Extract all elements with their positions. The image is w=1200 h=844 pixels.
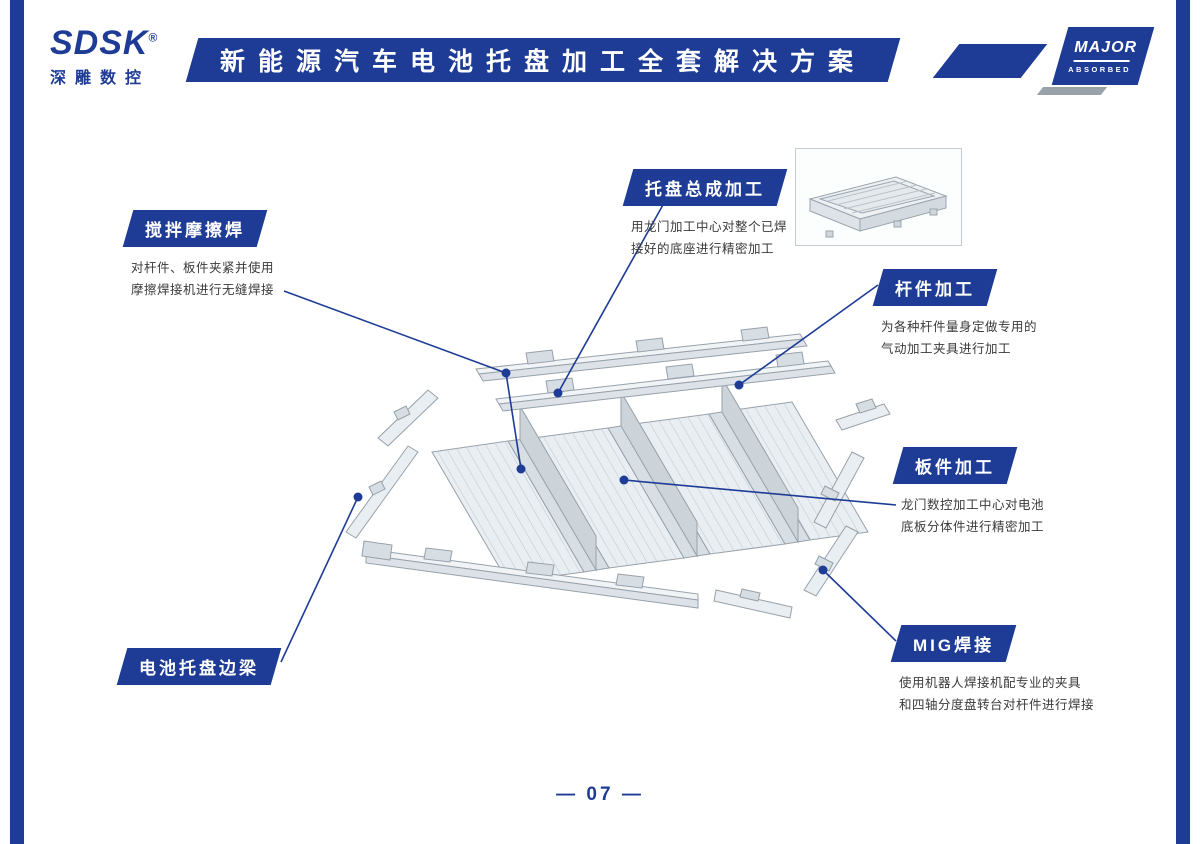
small-end-beam bbox=[713, 588, 793, 619]
connector-dot bbox=[619, 475, 629, 485]
callout-title-flag: MIG焊接 bbox=[890, 625, 1017, 662]
desc-line: 气动加工夹具进行加工 bbox=[881, 341, 1012, 356]
callout-mig-welding: MIG焊接 使用机器人焊接机配专业的夹具和四轴分度盘转台对杆件进行焊接 bbox=[890, 625, 1094, 717]
major-absorbed-badge: MAJOR ABSORBED bbox=[1051, 27, 1155, 85]
tray-assembly-thumbnail bbox=[795, 148, 962, 246]
logo-wordmark: SDSK bbox=[50, 24, 149, 62]
callout-rod-machining: 杆件加工 为各种杆件量身定做专用的气动加工夹具进行加工 bbox=[872, 269, 1037, 361]
desc-line: 对杆件、板件夹紧并使用 bbox=[131, 261, 275, 275]
page-number: — 07 — bbox=[0, 784, 1200, 806]
desc-line: 和四轴分度盘转台对杆件进行焊接 bbox=[899, 697, 1095, 712]
logo-subtitle: 深雕数控 bbox=[50, 70, 151, 87]
floor-panels bbox=[431, 401, 869, 583]
desc-line: 龙门数控加工中心对电池 bbox=[901, 498, 1045, 512]
callout-title-flag: 板件加工 bbox=[892, 447, 1018, 484]
bottom-side-rail bbox=[361, 540, 699, 609]
leader-line bbox=[738, 284, 879, 386]
callout-description: 为各种杆件量身定做专用的气动加工夹具进行加工 bbox=[881, 317, 1037, 361]
badge-gray-stripe bbox=[1036, 87, 1108, 95]
sdsk-logo: SDSK® 深雕数控 bbox=[50, 26, 158, 88]
cross-beam-walls bbox=[519, 376, 799, 572]
connector-dot bbox=[501, 368, 511, 378]
left-side-rails bbox=[345, 389, 439, 539]
leader-line bbox=[623, 479, 897, 506]
panel-gap bbox=[607, 423, 711, 559]
panel-gap bbox=[507, 437, 610, 573]
page-number-text: — 07 — bbox=[556, 784, 644, 805]
callout-title-flag: 搅拌摩擦焊 bbox=[122, 210, 268, 247]
leader-line bbox=[280, 496, 359, 663]
connector-dot bbox=[553, 388, 563, 398]
leader-line bbox=[822, 569, 897, 642]
leader-line bbox=[283, 290, 507, 374]
decor-stripe bbox=[932, 44, 1048, 78]
desc-line: 底板分体件进行精密加工 bbox=[901, 519, 1045, 534]
callout-title: 搅拌摩擦焊 bbox=[145, 221, 245, 240]
callout-friction-stir-welding: 搅拌摩擦焊 对杆件、板件夹紧并使用摩擦焊接机进行无缝焊接 bbox=[122, 210, 274, 302]
callout-title: 电池托盘边梁 bbox=[139, 659, 259, 678]
callout-battery-tray-side-beam: 电池托盘边梁 bbox=[116, 648, 282, 685]
callout-description: 用龙门加工中心对整个已焊接好的底座进行精密加工 bbox=[631, 217, 787, 261]
connector-dot bbox=[353, 492, 363, 502]
title-banner: 新能源汽车电池托盘加工全套解决方案 bbox=[185, 38, 901, 82]
top-rail-lower bbox=[495, 351, 836, 412]
connector-dot bbox=[516, 464, 526, 474]
callout-tray-assembly-machining: 托盘总成加工 用龙门加工中心对整个已焊接好的底座进行精密加工 bbox=[622, 169, 788, 261]
callout-title-flag: 杆件加工 bbox=[872, 269, 998, 306]
left-edge-bar bbox=[10, 0, 24, 844]
callout-plate-machining: 板件加工 龙门数控加工中心对电池底板分体件进行精密加工 bbox=[892, 447, 1044, 539]
badge-line1: MAJOR bbox=[1074, 38, 1137, 56]
desc-line: 摩擦焊接机进行无缝焊接 bbox=[131, 282, 275, 297]
connector-dot bbox=[818, 565, 828, 575]
registered-mark: ® bbox=[148, 30, 159, 45]
right-side-brackets bbox=[803, 398, 891, 597]
page-title: 新能源汽车电池托盘加工全套解决方案 bbox=[219, 48, 866, 76]
callout-title-flag: 托盘总成加工 bbox=[622, 169, 788, 206]
connector-dot bbox=[734, 380, 744, 390]
desc-line: 接好的底座进行精密加工 bbox=[631, 241, 775, 256]
desc-line: 用龙门加工中心对整个已焊 bbox=[631, 220, 788, 234]
desc-line: 为各种杆件量身定做专用的 bbox=[881, 320, 1038, 334]
badge-divider bbox=[1073, 59, 1130, 62]
callout-description: 龙门数控加工中心对电池底板分体件进行精密加工 bbox=[901, 495, 1044, 539]
callout-leader-lines bbox=[280, 202, 897, 663]
callout-title-flag: 电池托盘边梁 bbox=[116, 648, 282, 685]
callout-title: MIG焊接 bbox=[913, 636, 995, 655]
callout-title: 板件加工 bbox=[915, 458, 995, 477]
connector-dots bbox=[353, 368, 828, 575]
logo-name: SDSK® bbox=[50, 26, 158, 60]
top-rail-upper bbox=[475, 326, 808, 382]
mini-tray-drawing bbox=[808, 176, 948, 238]
right-edge-bar bbox=[1176, 0, 1190, 844]
tray-parts bbox=[345, 326, 891, 619]
badge-line2: ABSORBED bbox=[1067, 64, 1131, 74]
desc-line: 使用机器人焊接机配专业的夹具 bbox=[899, 676, 1082, 690]
leader-line bbox=[505, 372, 522, 470]
callout-title: 杆件加工 bbox=[895, 280, 975, 299]
callout-title: 托盘总成加工 bbox=[645, 180, 765, 199]
callout-description: 使用机器人焊接机配专业的夹具和四轴分度盘转台对杆件进行焊接 bbox=[899, 673, 1094, 717]
panel-gap bbox=[708, 409, 811, 545]
callout-description: 对杆件、板件夹紧并使用摩擦焊接机进行无缝焊接 bbox=[131, 258, 274, 302]
